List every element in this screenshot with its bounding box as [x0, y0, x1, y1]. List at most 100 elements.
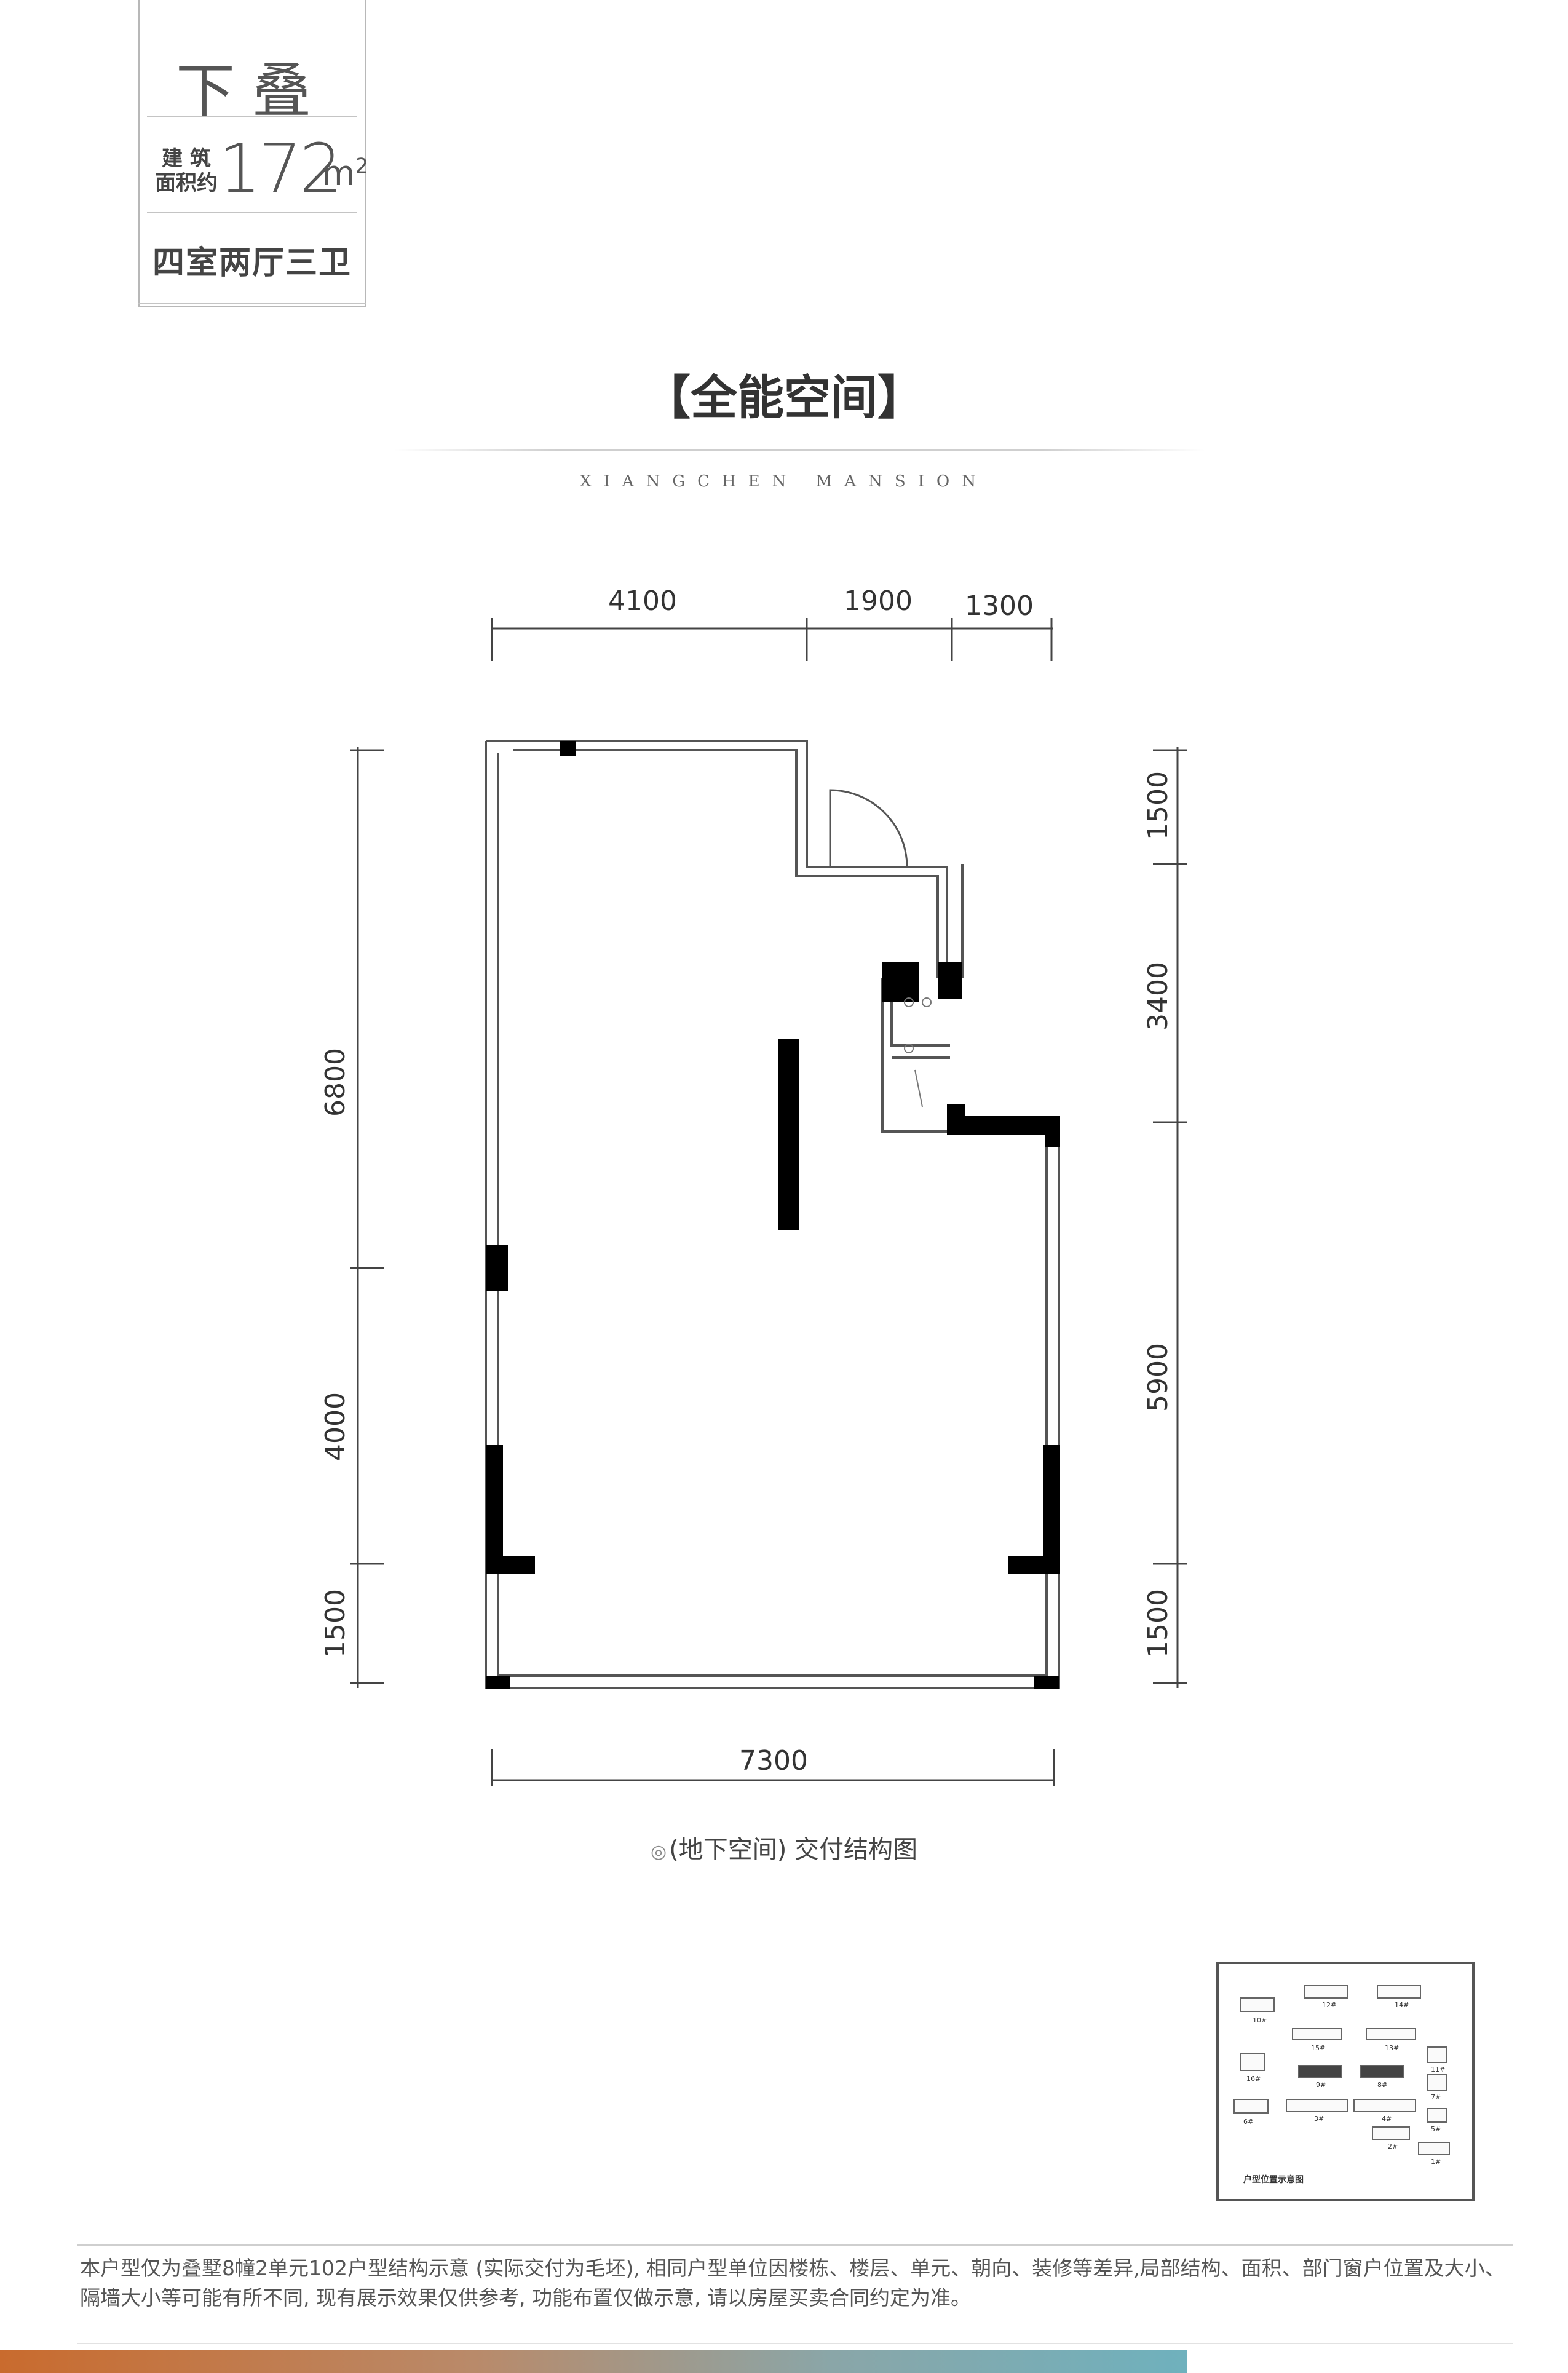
km-block-16 [1240, 2053, 1265, 2071]
area-prefix-line1: 建 筑 [162, 146, 211, 171]
area-unit: m2 [322, 154, 368, 194]
km-tag-12: 12# [1322, 2001, 1336, 2009]
fixture-1 [904, 997, 914, 1007]
column-bath-top [882, 962, 919, 1002]
plan-caption: ◎(地下空间) 交付结构图 [0, 1829, 1568, 1865]
label-box-underline [138, 303, 366, 304]
footer-rule-bottom [77, 2343, 1513, 2344]
section-title: 【全能空间】 [644, 370, 924, 425]
key-map-label: 户型位置示意图 [1243, 2175, 1304, 2185]
plan-walls [485, 740, 1060, 1689]
wall-inner-top [513, 749, 939, 978]
km-block-4 [1353, 2099, 1416, 2112]
column-se [1034, 1676, 1059, 1689]
column-east-foot [1008, 1556, 1058, 1574]
area-unit-base: m [322, 154, 355, 194]
caption-mark: ◎ [650, 1841, 667, 1863]
km-block-13 [1366, 2028, 1416, 2040]
km-block-15 [1292, 2028, 1342, 2040]
km-block-2 [1372, 2126, 1410, 2140]
dim-right-2: 5900 [1142, 1343, 1174, 1412]
brand-subtitle: XIANGCHEN MANSION [580, 472, 988, 491]
area-unit-sup: 2 [355, 154, 369, 179]
km-block-5 [1427, 2108, 1447, 2123]
wall-outer-top [486, 740, 948, 978]
column-bath-top-right [938, 962, 962, 999]
km-tag-15: 15# [1311, 2044, 1325, 2052]
column-west-mid [486, 1245, 508, 1291]
km-block-10 [1240, 1997, 1275, 2012]
dim-left-2: 1500 [320, 1589, 351, 1658]
dim-right-0: 1500 [1142, 771, 1174, 840]
layout-type: 四室两厅三卫 [152, 245, 352, 282]
beam-east [947, 1116, 1059, 1135]
km-tag-11: 11# [1431, 2066, 1445, 2074]
caption-text: (地下空间) 交付结构图 [669, 1836, 918, 1864]
km-tag-1: 1# [1431, 2158, 1441, 2166]
title-rule [394, 449, 1205, 451]
dim-left-0: 6800 [320, 1048, 351, 1117]
gradient-bar [0, 2350, 1187, 2373]
key-map: 10# 12# 14# 15# 13# 11# 16# 9# 8# 7# 6# … [1216, 1962, 1475, 2201]
dim-right-1: 3400 [1142, 962, 1174, 1031]
plan-dimension-lines [350, 618, 1187, 1786]
column-sw [486, 1676, 510, 1689]
footer-rule [77, 2244, 1513, 2246]
disclaimer: 本户型仅为叠墅8幢2单元102户型结构示意 (实际交付为毛坯), 相同户型单位因… [80, 2256, 1505, 2310]
km-tag-3: 3# [1314, 2115, 1324, 2123]
km-tag-7: 7# [1431, 2093, 1441, 2101]
km-block-6 [1233, 2099, 1269, 2114]
column-west-foot [486, 1556, 535, 1574]
column-top [560, 741, 576, 756]
dim-right-3: 1500 [1142, 1589, 1174, 1658]
wall-inner-main [497, 753, 1048, 1677]
fixture-2 [922, 997, 932, 1007]
wall-bath-divider [890, 1002, 950, 1047]
km-tag-6: 6# [1243, 2118, 1253, 2126]
column-east-low [1043, 1445, 1060, 1574]
entry-door [829, 789, 908, 868]
km-tag-9: 9# [1316, 2081, 1326, 2089]
unit-label-box: 下叠 建 筑 面积约 172 m2 四室两厅三卫 [138, 0, 368, 307]
key-map-drawing: 10# 12# 14# 15# 13# 11# 16# 9# 8# 7# 6# … [1233, 1985, 1450, 2166]
wall-partition [778, 1039, 799, 1230]
column-west-low [486, 1445, 503, 1574]
wall-bath-left [881, 978, 950, 1133]
km-tag-8: 8# [1377, 2081, 1387, 2089]
plan-columns [486, 741, 1060, 1689]
km-tag-13: 13# [1385, 2044, 1399, 2052]
km-tag-14: 14# [1395, 2001, 1409, 2009]
plan-dimension-labels: 4100 1900 1300 7300 6800 4000 1500 1500 … [320, 585, 1174, 1777]
column-east-corner [1045, 1116, 1060, 1147]
km-block-9 [1298, 2065, 1342, 2078]
km-tag-16: 16# [1246, 2075, 1261, 2083]
dim-bottom: 7300 [739, 1745, 808, 1777]
fixture-3 [904, 1044, 914, 1053]
unit-variant-title: 下叠 [176, 57, 328, 125]
dim-left-1: 4000 [320, 1392, 351, 1461]
km-block-7 [1427, 2074, 1447, 2091]
dim-top-1: 1900 [844, 585, 913, 617]
km-block-11 [1427, 2046, 1447, 2063]
area-prefix: 建 筑 面积约 [153, 146, 220, 196]
label-divider [147, 116, 357, 117]
km-tag-10: 10# [1253, 2016, 1267, 2024]
km-tag-5: 5# [1431, 2125, 1441, 2133]
km-tag-2: 2# [1388, 2142, 1398, 2150]
wall-outer-main [485, 741, 1060, 1689]
label-divider-2 [147, 212, 357, 213]
fixture-4 [914, 1069, 923, 1107]
dim-top-2: 1300 [965, 590, 1034, 622]
km-block-3 [1286, 2099, 1348, 2112]
km-block-12 [1304, 1985, 1348, 1999]
door-swing [829, 789, 908, 868]
km-block-14 [1377, 1985, 1421, 1999]
dim-top-0: 4100 [608, 585, 677, 617]
km-block-8 [1360, 2065, 1404, 2078]
km-block-1 [1418, 2142, 1450, 2155]
bath-fixtures [904, 997, 932, 1107]
area-prefix-line2: 面积约 [155, 171, 218, 196]
km-tag-4: 4# [1382, 2115, 1392, 2123]
area-value: 172 [218, 129, 343, 208]
